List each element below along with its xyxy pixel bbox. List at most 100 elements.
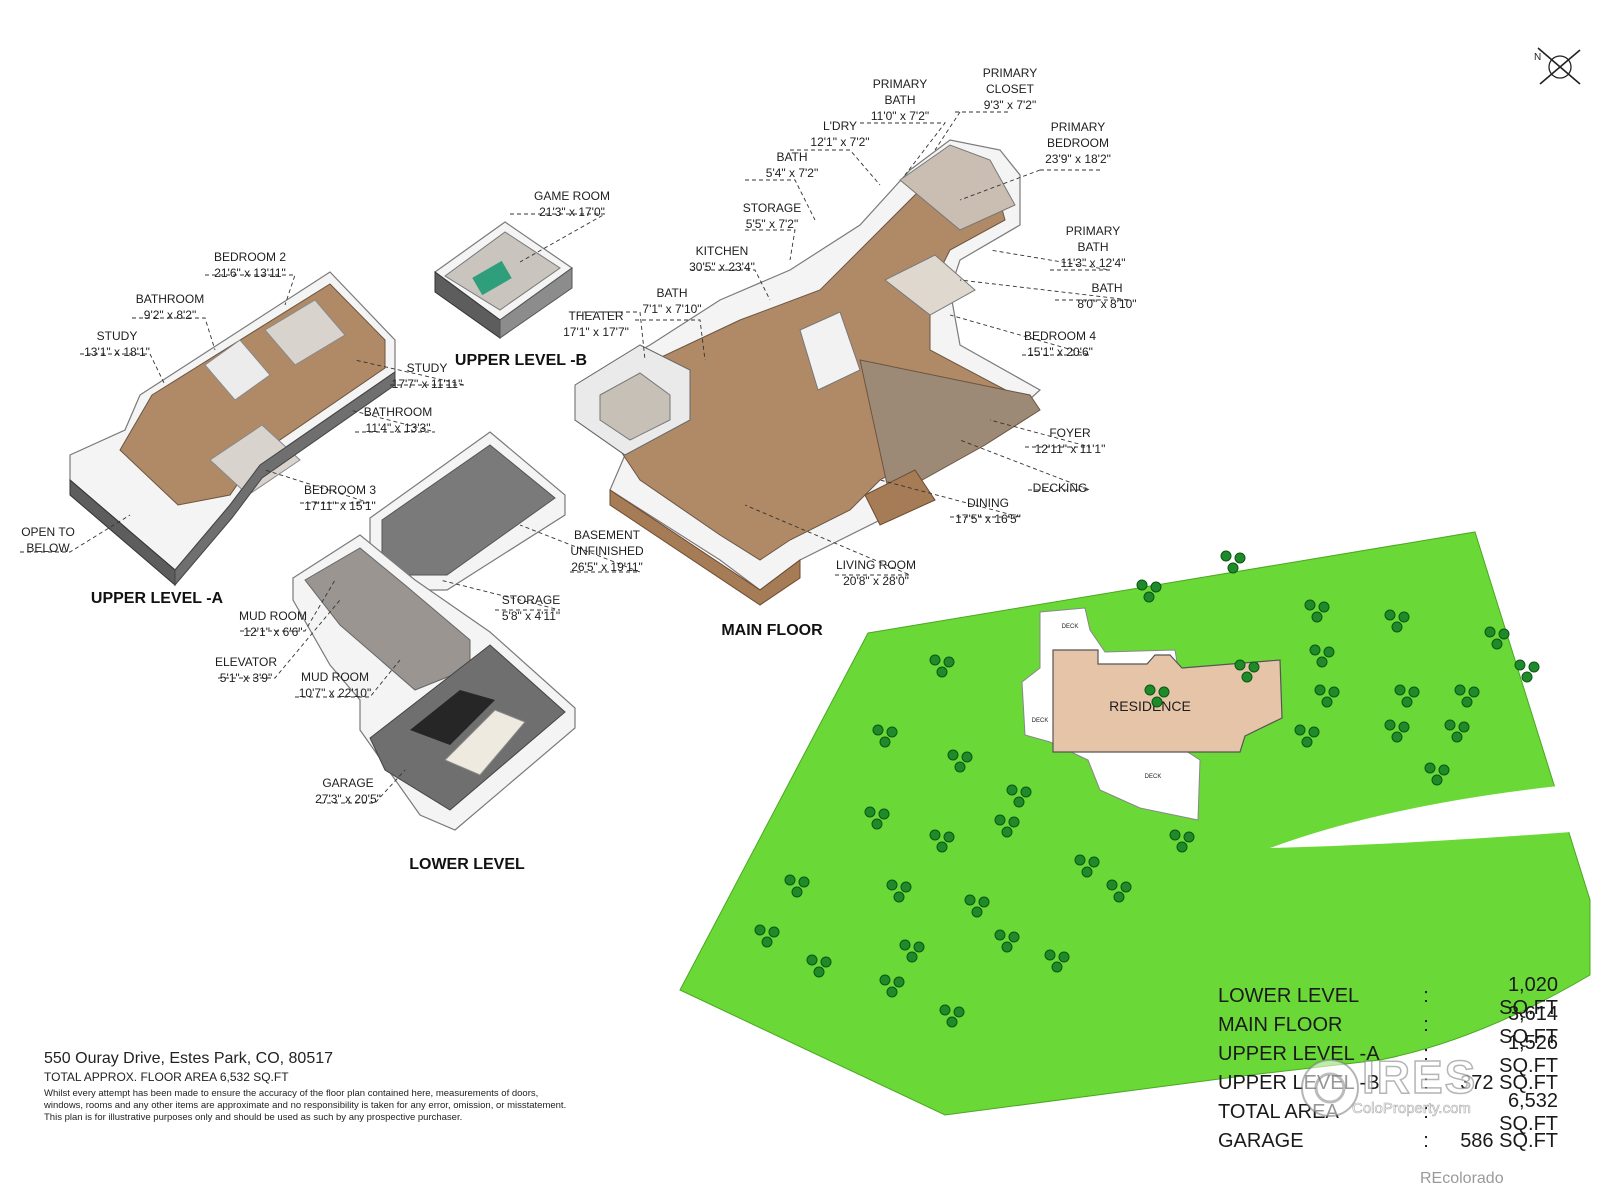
- tree-icon: [878, 808, 890, 820]
- deck-label: DECK: [1032, 718, 1049, 724]
- disclaimer-line: windows, rooms and any other items are a…: [44, 1100, 567, 1111]
- tree-icon: [913, 941, 925, 953]
- tree-icon: [1398, 611, 1410, 623]
- tree-icon: [1484, 626, 1496, 638]
- upper-level-b-plan: [433, 221, 574, 339]
- area-value: 3,614 SQ.FT: [1499, 1002, 1558, 1048]
- tree-icon: [899, 939, 911, 951]
- tree-icon: [947, 749, 959, 761]
- total-floor-area: TOTAL APPROX. FLOOR AREA 6,532 SQ.FT: [44, 1070, 289, 1084]
- tree-icon: [1458, 721, 1470, 733]
- level-title-main: MAIN FLOOR: [721, 622, 823, 639]
- tree-icon: [879, 974, 891, 986]
- area-row: MAIN FLOOR:3,614 SQ.FT: [1218, 1003, 1558, 1048]
- tree-icon: [1088, 856, 1100, 868]
- tree-icon: [1001, 826, 1013, 838]
- tree-icon: [943, 656, 955, 668]
- level-title-lower: LOWER LEVEL: [409, 856, 525, 873]
- tree-icon: [1150, 581, 1162, 593]
- tree-cluster: [754, 550, 1540, 1028]
- tree-icon: [1314, 684, 1326, 696]
- level-title-upper-b: UPPER LEVEL -B: [455, 352, 587, 369]
- area-separator: :: [1423, 1101, 1429, 1123]
- deck-label: DECK: [1062, 624, 1079, 630]
- tree-icon: [1328, 686, 1340, 698]
- tree-icon: [1309, 644, 1321, 656]
- tree-icon: [1106, 879, 1118, 891]
- compass-icon: [1537, 47, 1581, 85]
- tree-icon: [1081, 866, 1093, 878]
- tree-icon: [1248, 661, 1260, 673]
- tree-icon: [946, 1016, 958, 1028]
- tree-icon: [1008, 816, 1020, 828]
- area-separator: :: [1423, 1130, 1429, 1152]
- area-row: GARAGE:586 SQ.FT: [1218, 1127, 1558, 1156]
- tree-icon: [1424, 762, 1436, 774]
- leader-lines: [20, 111, 1131, 804]
- tree-icon: [879, 736, 891, 748]
- tree-icon: [929, 654, 941, 666]
- area-separator: :: [1423, 1043, 1429, 1065]
- recolorado-credit: REcolorado: [1420, 1170, 1504, 1187]
- lawn-area: [679, 531, 1591, 1116]
- tree-icon: [939, 1004, 951, 1016]
- tree-icon: [906, 951, 918, 963]
- tree-icon: [1398, 721, 1410, 733]
- area-row: LOWER LEVEL:1,020 SQ.FT: [1218, 974, 1558, 1019]
- area-value: 6,532 SQ.FT: [1499, 1089, 1558, 1135]
- tree-icon: [1227, 562, 1239, 574]
- property-address: 550 Ouray Drive, Estes Park, CO, 80517: [44, 1050, 334, 1067]
- tree-icon: [1323, 646, 1335, 658]
- disclaimer-line: This plan is for illustrative purposes o…: [44, 1112, 463, 1123]
- tree-icon: [994, 929, 1006, 941]
- tree-icon: [1051, 961, 1063, 973]
- area-value: 1,526 SQ.FT: [1499, 1031, 1558, 1077]
- area-name: GARAGE: [1218, 1130, 1304, 1152]
- tree-icon: [1451, 731, 1463, 743]
- level-title-upper-a: UPPER LEVEL -A: [91, 590, 224, 607]
- disclaimer-line: Whilst every attempt has been made to en…: [44, 1088, 539, 1099]
- tree-icon: [1008, 931, 1020, 943]
- plan-footer: 550 Ouray Drive, Estes Park, CO, 80517 T…: [44, 1050, 684, 1124]
- tree-icon: [978, 896, 990, 908]
- tree-icon: [1384, 719, 1396, 731]
- tree-icon: [806, 954, 818, 966]
- tree-icon: [1241, 671, 1253, 683]
- tree-icon: [1301, 736, 1313, 748]
- tree-icon: [886, 726, 898, 738]
- tree-icon: [1169, 829, 1181, 841]
- tree-icon: [1444, 719, 1456, 731]
- tree-icon: [1316, 656, 1328, 668]
- upper-level-a-plan: [69, 271, 396, 587]
- tree-icon: [784, 874, 796, 886]
- tree-icon: [943, 831, 955, 843]
- tree-icon: [1308, 726, 1320, 738]
- tree-icon: [936, 666, 948, 678]
- tree-icon: [1514, 659, 1526, 671]
- area-name: MAIN FLOOR: [1218, 1014, 1343, 1036]
- tree-icon: [1294, 724, 1306, 736]
- area-separator: :: [1423, 1072, 1429, 1094]
- tree-icon: [886, 879, 898, 891]
- main-floor-plan: [574, 139, 1042, 606]
- tree-icon: [1318, 601, 1330, 613]
- tree-icon: [761, 936, 773, 948]
- tree-icon: [1384, 609, 1396, 621]
